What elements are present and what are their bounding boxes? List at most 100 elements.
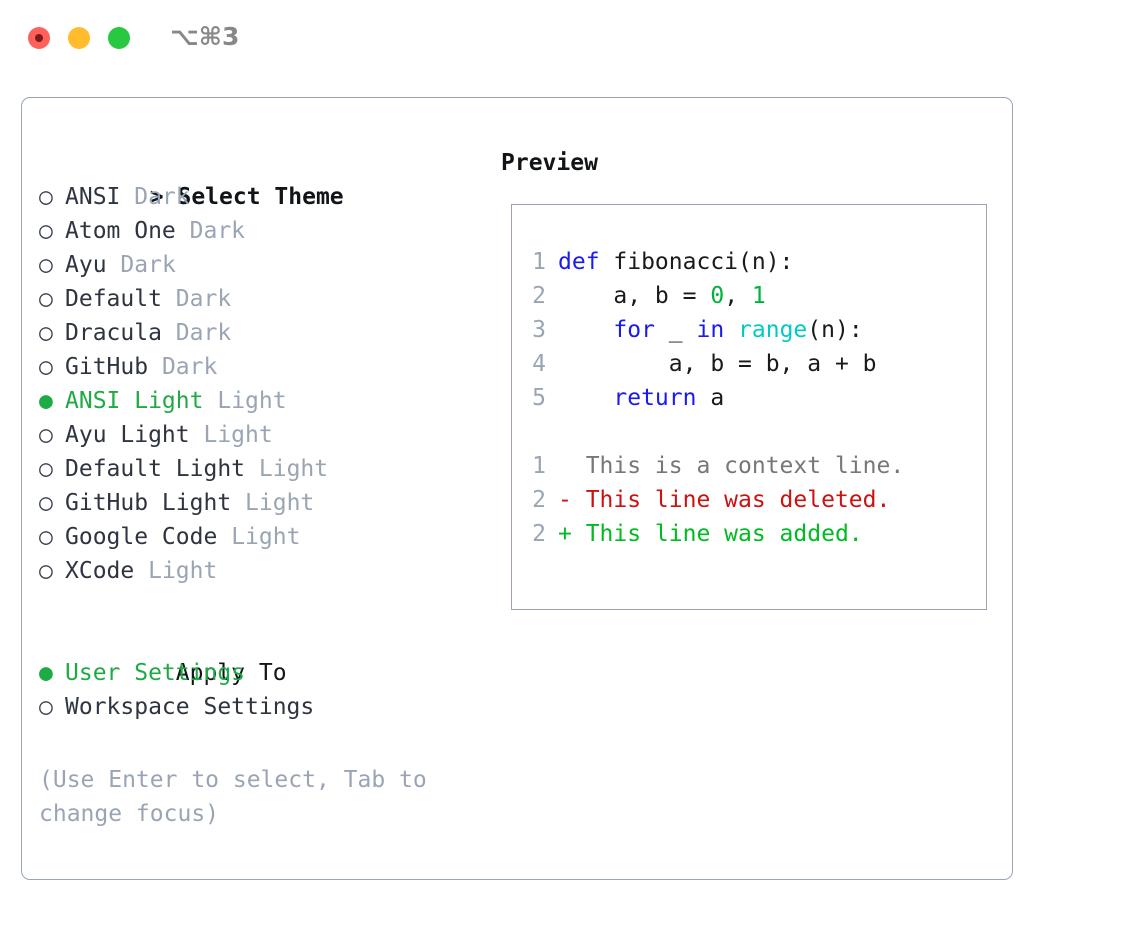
radio-unselected-icon[interactable]: ○ <box>39 218 53 244</box>
theme-gap <box>148 354 162 380</box>
radio-selected-icon[interactable]: ● <box>39 660 53 686</box>
theme-name: GitHub Light <box>65 490 232 516</box>
minimize-button[interactable] <box>68 27 90 49</box>
theme-row[interactable]: ○XCode Light <box>39 554 489 588</box>
theme-row[interactable]: ○ GitHub Light Light <box>39 486 489 520</box>
theme-row[interactable]: ○ Default Dark <box>39 282 489 316</box>
radio-unselected-icon[interactable]: ○ <box>39 354 53 380</box>
theme-name: ANSI Light <box>65 388 204 414</box>
radio-unselected-icon[interactable]: ○ <box>39 524 53 550</box>
theme-name: Ayu <box>65 252 107 278</box>
theme-name: Atom One <box>65 218 176 244</box>
theme-row[interactable]: ○ ANSI Dark <box>39 180 489 214</box>
theme-gap <box>162 320 176 346</box>
theme-variant: Dark <box>175 320 232 346</box>
diff-line: 2 - This line was deleted. <box>518 483 982 517</box>
theme-variant: Light <box>245 490 315 516</box>
theme-list: ○ ANSI Dark ○ Atom One Dark ○ Ayu Dark ○ Defaul… <box>39 180 489 588</box>
theme-row[interactable]: ○GitHub Dark <box>39 350 489 384</box>
code-line: 5 return a <box>518 381 982 415</box>
radio-unselected-icon[interactable]: ○ <box>39 490 53 516</box>
diff-text: + This line was added. <box>558 521 863 547</box>
theme-variant: Light <box>231 524 301 550</box>
theme-name: Default <box>65 286 162 312</box>
code-token <box>724 317 738 343</box>
theme-variant: Dark <box>175 286 232 312</box>
theme-variant: Light <box>148 558 218 584</box>
diff-line: 1 This is a context line. <box>518 449 982 483</box>
theme-variant: Light <box>258 456 329 482</box>
radio-unselected-icon[interactable]: ○ <box>39 456 53 482</box>
close-button[interactable] <box>28 27 50 49</box>
code-token: def <box>558 249 600 275</box>
theme-variant: Dark <box>134 184 190 210</box>
line-number: 2 <box>532 521 546 547</box>
radio-selected-icon[interactable]: ● <box>39 388 53 414</box>
theme-row[interactable]: ○ Ayu Dark <box>39 248 489 282</box>
code-token <box>558 317 613 343</box>
theme-name: Default Light <box>65 456 246 482</box>
line-number: 5 <box>532 385 546 411</box>
code-token: 1 <box>751 283 766 309</box>
theme-name: Dracula <box>65 320 162 346</box>
theme-name: Google Code <box>65 524 218 550</box>
theme-row[interactable]: ○ Ayu Light Light <box>39 418 489 452</box>
theme-gap <box>190 422 204 448</box>
maximize-button[interactable] <box>108 27 130 49</box>
theme-gap <box>134 558 148 584</box>
theme-name: ANSI <box>65 184 121 210</box>
theme-row[interactable]: ○ Google Code Light <box>39 520 489 554</box>
theme-row[interactable]: ○ Dracula Dark <box>39 316 489 350</box>
title-bar: ⌥⌘3 <box>0 0 1140 76</box>
apply-to-row[interactable]: ○Workspace Settings <box>39 690 489 724</box>
radio-unselected-icon[interactable]: ○ <box>39 286 53 312</box>
apply-to-header-label: Apply To <box>175 660 287 686</box>
line-number: 2 <box>532 487 546 513</box>
diff-text: - This line was deleted. <box>558 487 891 513</box>
theme-variant: Light <box>217 388 287 414</box>
radio-unselected-icon[interactable]: ○ <box>39 320 53 346</box>
theme-variant: Dark <box>120 252 176 278</box>
theme-name: Ayu Light <box>65 422 190 448</box>
list-spacer <box>39 588 489 622</box>
theme-variant: Light <box>203 422 273 448</box>
diff-text: This is a context line. <box>558 453 905 479</box>
radio-unselected-icon[interactable]: ○ <box>39 252 53 278</box>
theme-list-header: > Select Theme <box>39 146 489 210</box>
theme-gap <box>120 184 134 210</box>
radio-unselected-icon[interactable]: ○ <box>39 422 53 448</box>
code-token: 0 <box>710 283 725 309</box>
radio-unselected-icon[interactable]: ○ <box>39 694 53 720</box>
code-line: 4 a, b = b, a + b <box>518 347 982 381</box>
radio-unselected-icon[interactable]: ○ <box>39 558 53 584</box>
apply-to-name: User Settings <box>65 660 246 686</box>
code-token: for <box>613 317 655 343</box>
theme-picker-panel: > Select Theme ○ANSI Dark○Atom One Dark○… <box>21 97 1013 880</box>
code-token: a, b = b, a + b <box>558 351 877 377</box>
code-token: (n): <box>807 317 863 343</box>
theme-row[interactable]: ● ANSI Light Light <box>39 384 489 418</box>
theme-row[interactable]: ○ Default Light Light <box>39 452 489 486</box>
close-icon <box>35 34 43 42</box>
apply-to-header: Apply To <box>39 622 489 686</box>
code-token: return <box>613 385 697 411</box>
code-token: _ <box>654 317 697 343</box>
apply-to-list: ● User Settings ○Workspace Settings <box>39 656 489 724</box>
theme-row[interactable]: ○Atom One Dark <box>39 214 489 248</box>
theme-gap <box>107 252 121 278</box>
theme-gap <box>203 388 217 414</box>
theme-gap <box>245 456 259 482</box>
radio-unselected-icon[interactable]: ○ <box>39 184 53 210</box>
code-line: 2 a, b = 0, 1 <box>518 279 982 313</box>
code-token <box>558 385 613 411</box>
theme-list-header-label: > Select Theme <box>149 184 344 210</box>
preview-title: Preview <box>501 150 598 176</box>
code-token: a <box>696 385 725 411</box>
apply-to-row[interactable]: ● User Settings <box>39 656 489 690</box>
code-diff-separator <box>518 415 982 449</box>
theme-name: GitHub <box>65 354 149 380</box>
